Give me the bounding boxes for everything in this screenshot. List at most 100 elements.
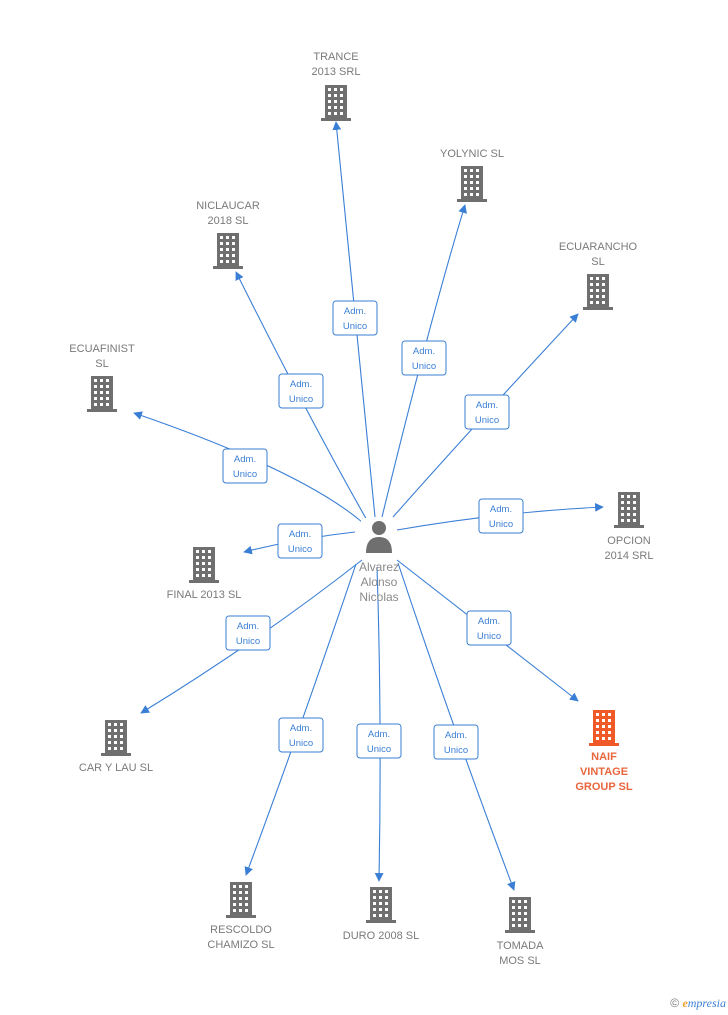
company-name-yolynic[interactable]: YOLYNIC SL: [440, 148, 504, 160]
building-icon-trance[interactable]: [321, 85, 351, 121]
building-icon-carylau[interactable]: [101, 720, 131, 756]
empresia-logo: empresia: [682, 996, 726, 1010]
building-window: [220, 260, 223, 263]
building-icon-rescoldo[interactable]: [226, 882, 256, 918]
building-window: [328, 94, 331, 97]
building-window: [385, 902, 388, 905]
company-name-naif[interactable]: NAIF: [591, 751, 617, 763]
building-window: [518, 900, 521, 903]
company-name-tomada[interactable]: TOMADA: [497, 940, 545, 952]
building-window: [633, 501, 636, 504]
building-window: [373, 890, 376, 893]
building-window: [94, 403, 97, 406]
building-base: [589, 743, 619, 746]
building-base: [189, 580, 219, 583]
building-base: [226, 915, 256, 918]
company-name-trance[interactable]: 2013 SRL: [312, 66, 361, 78]
building-window: [202, 574, 205, 577]
role-badge-opcion[interactable]: Adm.Unico: [478, 498, 524, 534]
building-window: [621, 513, 624, 516]
building-window: [196, 556, 199, 559]
building-window: [100, 397, 103, 400]
building-window: [602, 725, 605, 728]
building-window: [94, 379, 97, 382]
building-icon-final[interactable]: [189, 547, 219, 583]
building-window: [233, 903, 236, 906]
building-base: [614, 525, 644, 528]
building-window: [385, 896, 388, 899]
company-name-tomada[interactable]: MOS SL: [499, 955, 541, 967]
building-icon-ecuafinist[interactable]: [87, 376, 117, 412]
building-window: [518, 918, 521, 921]
building-window: [464, 169, 467, 172]
building-window: [627, 519, 630, 522]
company-name-rescoldo[interactable]: RESCOLDO: [210, 924, 272, 936]
company-name-carylau[interactable]: CAR Y LAU SL: [79, 762, 153, 774]
company-name-trance[interactable]: TRANCE: [313, 51, 358, 63]
building-window: [633, 495, 636, 498]
role-text: Adm.: [234, 454, 256, 465]
company-name-niclaucar[interactable]: NICLAUCAR: [196, 200, 260, 212]
role-box: [433, 724, 479, 760]
building-icon-naif[interactable]: [589, 710, 619, 746]
company-name-duro[interactable]: DURO 2008 SL: [343, 930, 419, 942]
building-window: [524, 924, 527, 927]
building-window: [464, 181, 467, 184]
building-window: [120, 735, 123, 738]
role-badge-niclaucar[interactable]: Adm.Unico: [278, 373, 324, 409]
role-badge-trance[interactable]: Adm.Unico: [332, 300, 378, 336]
company-name-niclaucar[interactable]: 2018 SL: [208, 215, 249, 227]
company-name-opcion[interactable]: OPCION: [607, 535, 650, 547]
building-icon-ecuarancho[interactable]: [583, 274, 613, 310]
company-name-ecuafinist[interactable]: ECUAFINIST: [69, 343, 135, 355]
role-badge-rescoldo[interactable]: Adm.Unico: [278, 717, 324, 753]
building-icon-tomada[interactable]: [505, 897, 535, 933]
role-badge-carylau[interactable]: Adm.Unico: [225, 615, 271, 651]
building-window: [470, 175, 473, 178]
role-box: [222, 448, 268, 484]
building-window: [470, 193, 473, 196]
building-window: [596, 725, 599, 728]
role-badge-ecuafinist[interactable]: Adm. Unico: [222, 448, 268, 484]
role-text: Unico: [343, 321, 367, 332]
company-name-naif[interactable]: VINTAGE: [580, 766, 628, 778]
company-name-ecuarancho[interactable]: ECUARANCHO: [559, 241, 638, 253]
building-window: [334, 94, 337, 97]
company-name-ecuarancho[interactable]: SL: [591, 256, 604, 268]
role-badge-final[interactable]: Adm.Unico: [277, 523, 323, 559]
building-icon-opcion[interactable]: [614, 492, 644, 528]
building-base: [583, 307, 613, 310]
role-badge-ecuarancho[interactable]: Adm.Unico: [464, 394, 510, 430]
role-badge-tomada[interactable]: Adm.Unico: [433, 724, 479, 760]
building-window: [226, 254, 229, 257]
role-text: Unico: [233, 469, 257, 480]
company-name-opcion[interactable]: 2014 SRL: [605, 550, 654, 562]
role-badge-naif[interactable]: Adm.Unico: [466, 610, 512, 646]
company-name-naif[interactable]: GROUP SL: [575, 781, 633, 793]
building-window: [108, 747, 111, 750]
building-window: [120, 747, 123, 750]
role-badge-yolynic[interactable]: Adm.Unico: [401, 340, 447, 376]
building-icon-niclaucar[interactable]: [213, 233, 243, 269]
copyright-symbol: ©: [670, 996, 680, 1010]
building-window: [245, 897, 248, 900]
building-window: [100, 385, 103, 388]
role-text: Adm.: [290, 379, 312, 390]
company-name-ecuafinist[interactable]: SL: [95, 358, 108, 370]
building-window: [106, 391, 109, 394]
building-icon-duro[interactable]: [366, 887, 396, 923]
building-window: [226, 248, 229, 251]
company-name-final[interactable]: FINAL 2013 SL: [167, 589, 242, 601]
building-window: [94, 391, 97, 394]
building-window: [464, 187, 467, 190]
building-window: [202, 562, 205, 565]
role-badge-duro[interactable]: Adm.Unico: [356, 723, 402, 759]
building-window: [94, 385, 97, 388]
building-window: [239, 891, 242, 894]
company-name-rescoldo[interactable]: CHAMIZO SL: [207, 939, 274, 951]
person-name: Nicolas: [359, 590, 398, 604]
building-window: [524, 906, 527, 909]
building-window: [245, 909, 248, 912]
building-icon-yolynic[interactable]: [457, 166, 487, 202]
